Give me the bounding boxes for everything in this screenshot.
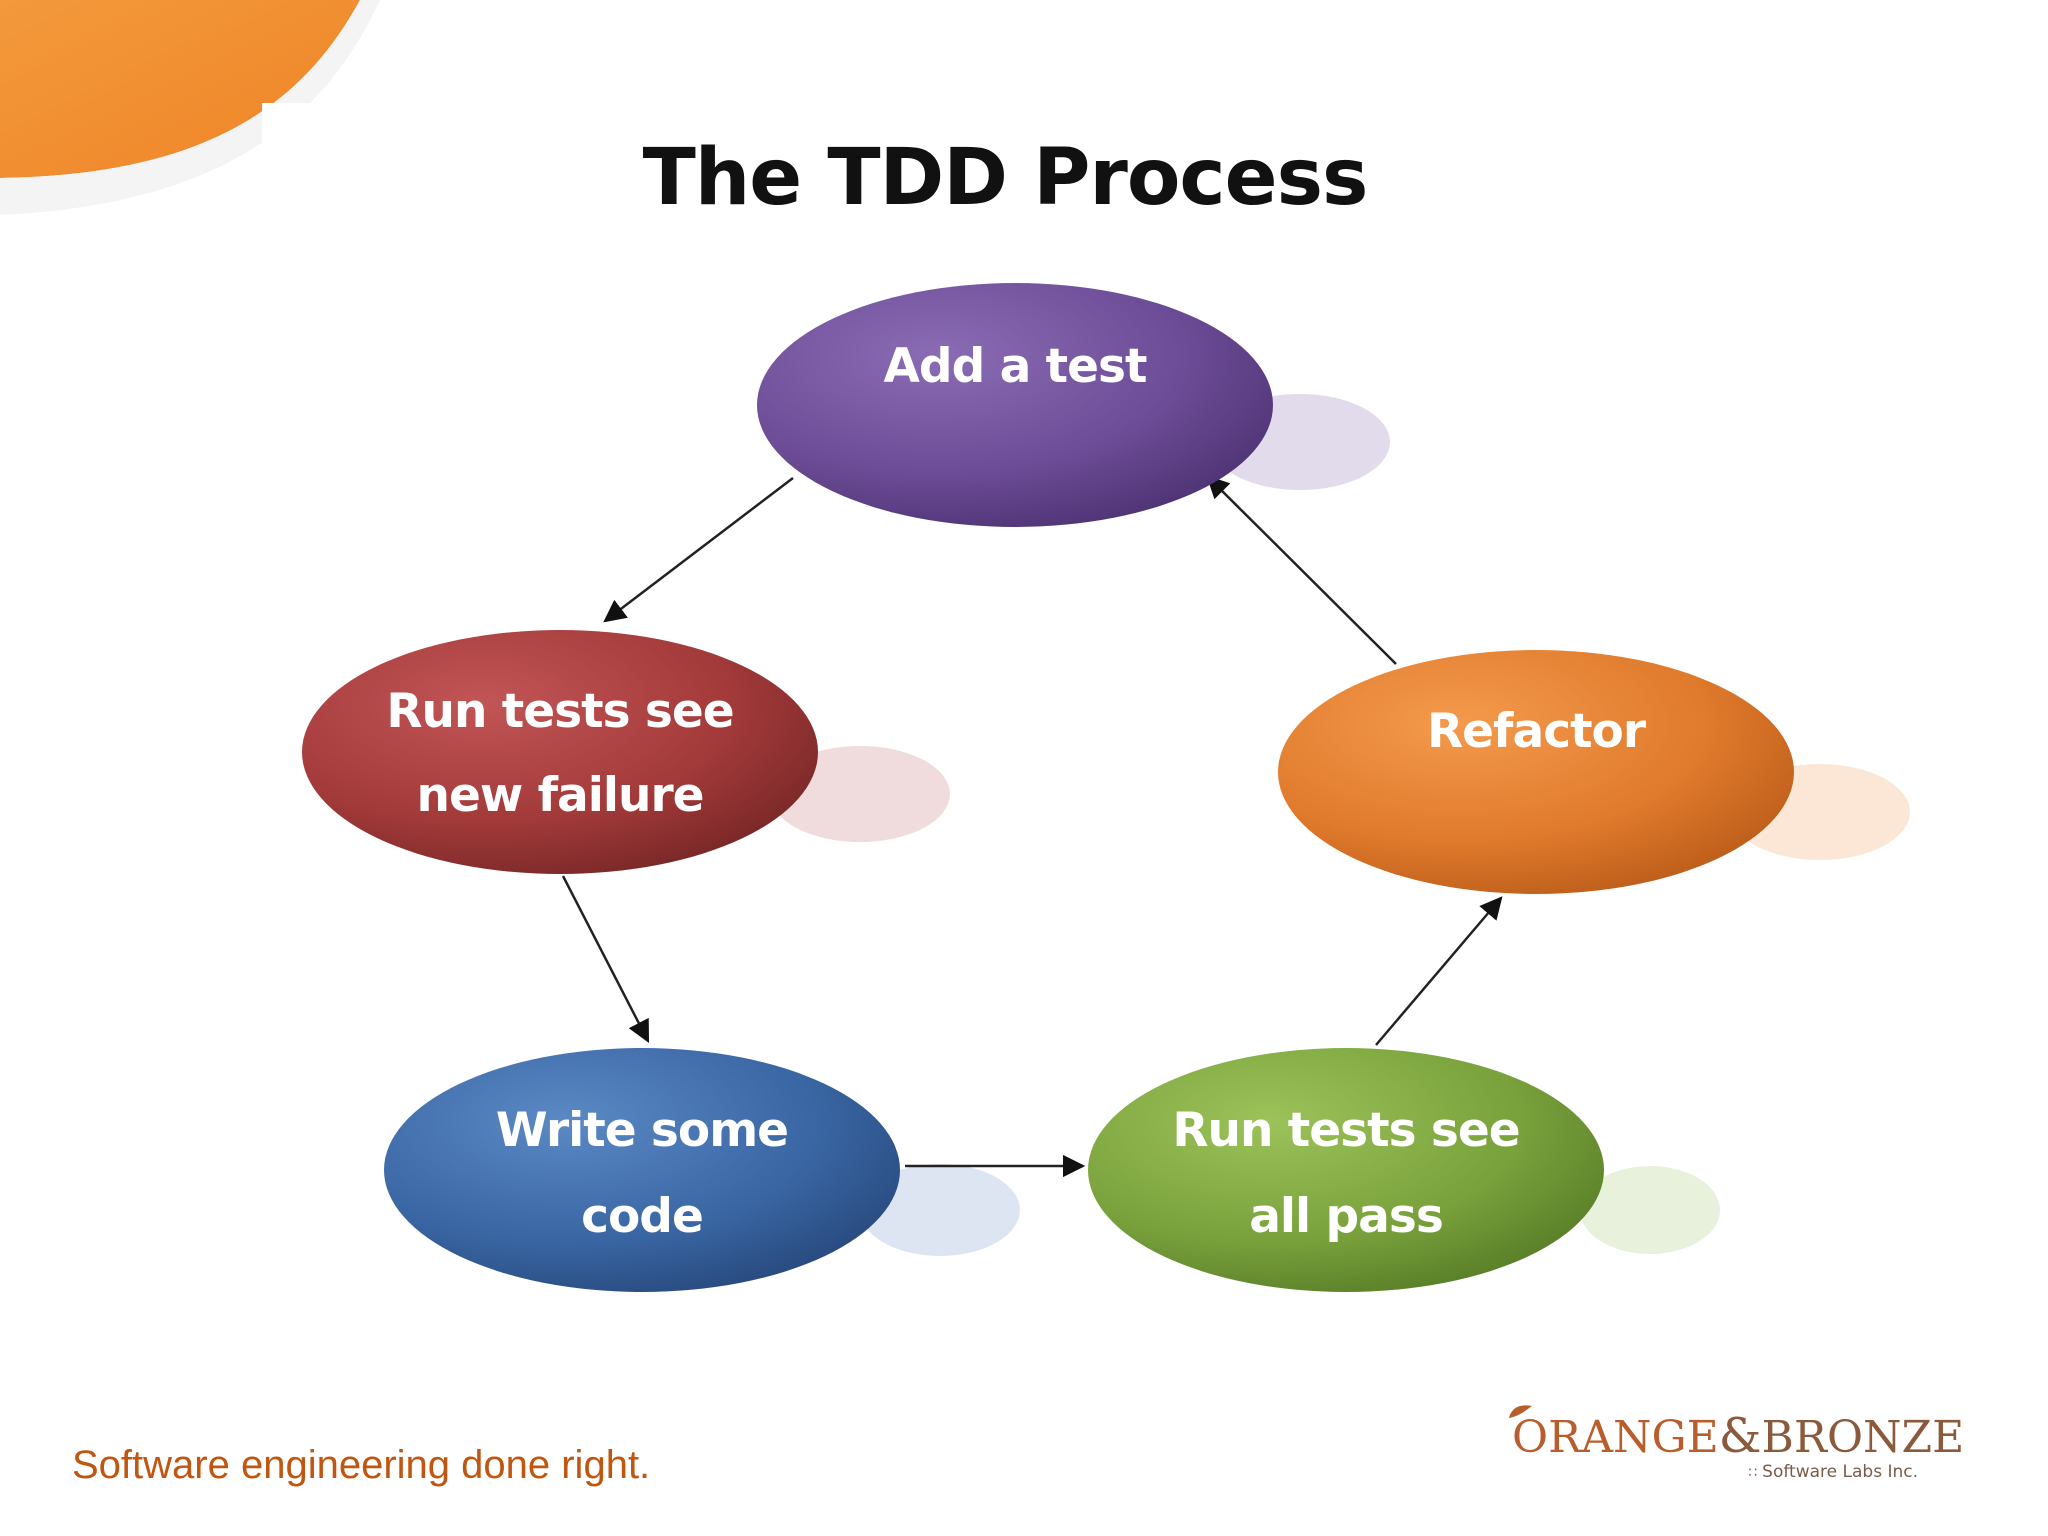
node-write-some-code: Write some code (384, 1048, 900, 1292)
title-band (262, 103, 1942, 255)
tagline: Software engineering done right. (72, 1443, 651, 1487)
node-label: Refactor (1427, 704, 1647, 759)
node-run-tests-new-failure: Run tests see new failure (302, 630, 818, 874)
arrow-run-pass-to-refactor (1375, 896, 1503, 1046)
leaf-icon (1509, 1405, 1532, 1418)
write-code-shadow (860, 1164, 1020, 1256)
logo-subtitle-text: Software Labs Inc. (1762, 1462, 1918, 1482)
logo-bronze-text: BRONZE (1761, 1412, 1965, 1463)
logo-orange-text: ORANGE (1512, 1412, 1719, 1463)
node-refactor: Refactor (1278, 650, 1794, 894)
slide-title: The TDD Process (642, 133, 1369, 223)
run-pass-shadow (1580, 1166, 1720, 1254)
node-label: all pass (1249, 1189, 1443, 1244)
node-label: Run tests see (1172, 1103, 1519, 1158)
node-label: code (581, 1189, 703, 1244)
logo-wordmark: ORANGE&BRONZE (1512, 1408, 1964, 1464)
dots-icon: ∷ (1748, 1465, 1758, 1481)
node-add-a-test: Add a test (757, 283, 1273, 527)
company-logo: ORANGE&BRONZE ∷Software Labs Inc. (1500, 1402, 1964, 1482)
node-label: Write some (496, 1103, 788, 1158)
node-label: Add a test (884, 339, 1147, 394)
logo-ampersand: & (1718, 1408, 1762, 1464)
arrow-run-fail-to-write (561, 875, 650, 1044)
arrow-refactor-to-add (1206, 475, 1397, 665)
node-label: new failure (416, 768, 703, 823)
arrow-add-to-run-fail (603, 477, 794, 623)
logo-subtitle: ∷Software Labs Inc. (1748, 1462, 1918, 1482)
node-run-tests-all-pass: Run tests see all pass (1088, 1048, 1604, 1292)
node-label: Run tests see (386, 684, 733, 739)
